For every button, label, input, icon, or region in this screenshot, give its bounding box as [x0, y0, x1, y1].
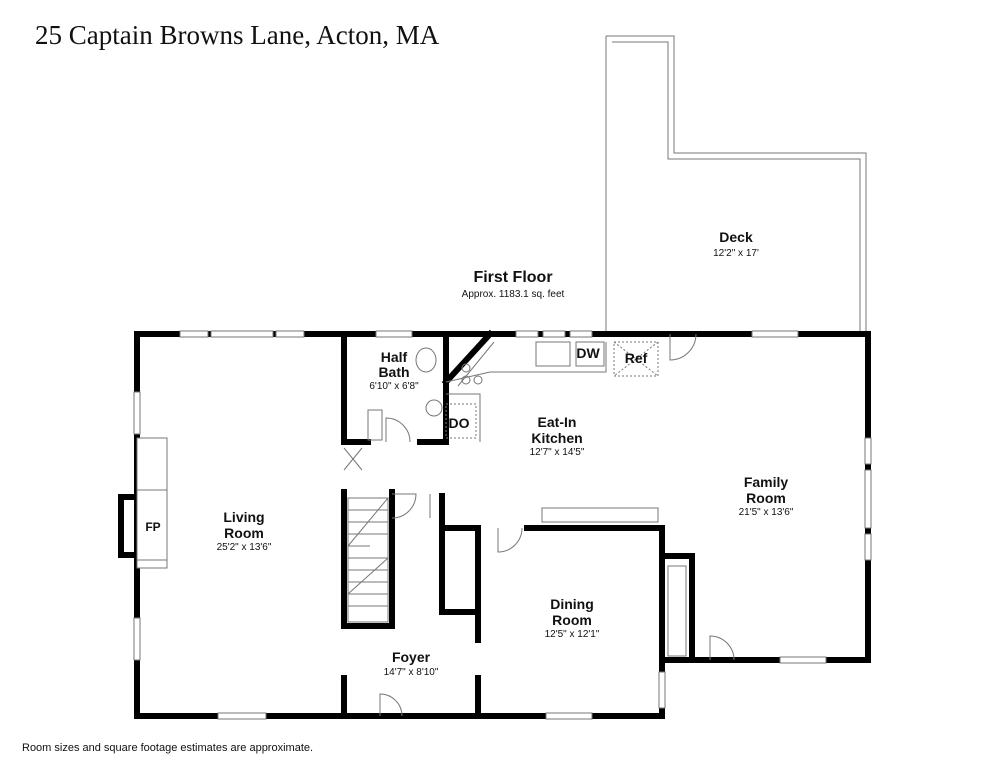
deck-dims: 12'2" x 17' — [713, 248, 759, 259]
dining-name-2: Room — [552, 612, 592, 628]
living-name-2: Room — [224, 525, 264, 541]
deck-name: Deck — [719, 229, 753, 245]
dishwasher-label: DW — [576, 345, 600, 361]
living-name-1: Living — [223, 509, 264, 525]
foyer-dims: 14'7" x 8'10" — [384, 667, 439, 678]
family-name-1: Family — [744, 474, 789, 490]
family-dims: 21'5" x 13'6" — [739, 507, 794, 518]
kitchen-fixtures — [445, 341, 659, 523]
kitchen-dims: 12'7" x 14'5" — [530, 447, 585, 458]
deck-outline — [605, 35, 867, 333]
dining-name-1: Dining — [550, 596, 594, 612]
floor-name: First Floor — [473, 269, 552, 286]
floor-area: Approx. 1183.1 sq. feet — [462, 289, 565, 300]
foyer-name: Foyer — [392, 649, 431, 665]
interior-walls — [341, 329, 695, 719]
half-bath-name-2: Bath — [378, 364, 409, 380]
refrigerator-label: Ref — [625, 350, 648, 366]
stairs — [347, 497, 389, 623]
kitchen-name-2: Kitchen — [531, 430, 582, 446]
living-dims: 25'2" x 13'6" — [217, 542, 272, 553]
half-bath-dims: 6'10" x 6'8" — [369, 381, 419, 392]
half-bath-name-1: Half — [381, 349, 408, 365]
fireplace-label: FP — [145, 520, 160, 534]
half-bath-fixtures — [367, 347, 443, 441]
doors — [343, 333, 735, 717]
page-title: 25 Captain Browns Lane, Acton, MA — [35, 20, 440, 50]
fireplace — [118, 437, 168, 569]
dining-dims: 12'5" x 12'1" — [545, 629, 600, 640]
kitchen-name-1: Eat-In — [538, 414, 577, 430]
windows — [133, 330, 872, 720]
double-oven-label: DO — [449, 415, 470, 431]
footnote: Room sizes and square footage estimates … — [22, 742, 313, 754]
family-name-2: Room — [746, 490, 786, 506]
